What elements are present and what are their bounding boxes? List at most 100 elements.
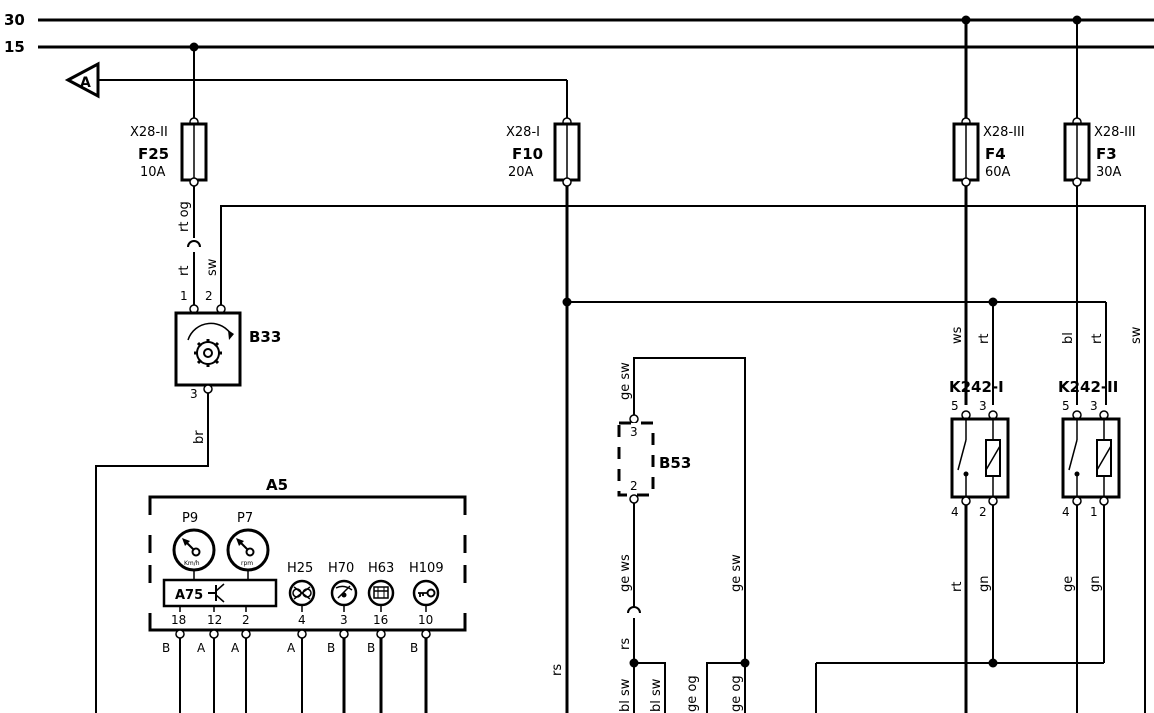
a5-pin-12: 12 <box>207 613 222 627</box>
gauge-p9: P9 Km/h <box>172 511 216 572</box>
svg-text:3: 3 <box>190 387 198 401</box>
wire-b33-sw <box>220 205 1146 713</box>
fuse-f4-name: F4 <box>985 145 1006 163</box>
wire-label-bottom-2: bl sw <box>649 678 664 712</box>
svg-text:2: 2 <box>979 505 987 519</box>
wire-label-k2-in5: bl <box>1061 332 1076 344</box>
svg-text:5: 5 <box>951 399 959 413</box>
wire-label-k1-in5: ws <box>950 326 965 344</box>
relay-k242-2-label: K242-II <box>1058 378 1118 396</box>
wire-label-b53-top: ge sw <box>618 362 633 400</box>
wire-label-k2-out4: ge <box>1061 576 1076 592</box>
wire-label-bottom-3: ge og <box>685 675 700 712</box>
svg-text:1: 1 <box>180 289 188 303</box>
wire-label-f10-down: rs <box>550 664 565 676</box>
a5-group-5: B <box>327 641 335 655</box>
wire-label-k1-in3: rt <box>977 334 992 344</box>
a5-pin-18: 18 <box>171 613 186 627</box>
svg-text:H25: H25 <box>287 561 313 576</box>
a5-pin-16: 16 <box>373 613 388 627</box>
svg-text:Km/h: Km/h <box>184 560 200 567</box>
a5-output-wires <box>179 638 428 713</box>
fuse-f4-rating: 60A <box>985 165 1011 180</box>
relay-k242-1: 5 3 4 2 <box>950 399 1010 519</box>
a5-group-1: B <box>162 641 170 655</box>
lamp-h25: H25 <box>287 561 316 607</box>
svg-text:1: 1 <box>1090 505 1098 519</box>
svg-text:H70: H70 <box>328 561 354 576</box>
a5-group-3: A <box>231 641 240 655</box>
a5-pin-3: 3 <box>340 613 348 627</box>
component-b33-label: B33 <box>249 328 281 346</box>
wire-bottom-ge-og <box>706 662 745 713</box>
junction-gn-bus <box>988 658 998 668</box>
cluster-a5-label: A5 <box>266 476 288 494</box>
a5-pin-10: 10 <box>418 613 433 627</box>
gauge-p7: P7 rpm <box>226 511 270 572</box>
wire-break-b53 <box>627 606 641 614</box>
a5-pin-4: 4 <box>298 613 306 627</box>
fuse-f10-name: F10 <box>512 145 543 163</box>
fuse-f25-rating: 10A <box>140 165 166 180</box>
fuse-f25-connector: X28-II <box>130 125 168 140</box>
fuse-f25 <box>180 117 208 187</box>
a5-group-6: B <box>367 641 375 655</box>
fuse-f3-name: F3 <box>1096 145 1117 163</box>
svg-text:P7: P7 <box>237 511 253 526</box>
svg-text:P9: P9 <box>182 511 198 526</box>
wire-label-b33-in1: rt <box>177 266 192 276</box>
lamp-h63: H63 <box>367 561 394 607</box>
fuse-f3 <box>1063 117 1091 187</box>
wire-label-bottom-4: ge og <box>729 675 744 712</box>
wire-bottom-bl-sw <box>634 662 666 713</box>
connector-flag-a: A <box>64 61 100 99</box>
svg-text:A: A <box>80 75 91 91</box>
svg-text:A75: A75 <box>175 588 203 603</box>
svg-text:3: 3 <box>979 399 987 413</box>
wire-label-k2-out1: gn <box>1088 576 1103 593</box>
svg-text:3: 3 <box>630 425 638 439</box>
a5-pin-2: 2 <box>242 613 250 627</box>
wire-label-k2-in3: rt <box>1090 334 1105 344</box>
lamp-h109: H109 <box>409 561 444 607</box>
wire-label-right-sw: sw <box>1129 326 1144 344</box>
module-a75: A75 <box>162 578 278 608</box>
a5-group-7: B <box>410 641 418 655</box>
svg-text:4: 4 <box>951 505 959 519</box>
fuse-f10-rating: 20A <box>508 165 534 180</box>
wire-label-b53-bottom: ge ws <box>618 554 633 592</box>
wire-label-b33-in2: sw <box>205 258 220 276</box>
svg-text:2: 2 <box>205 289 213 303</box>
wire-break-f25 <box>187 240 201 248</box>
component-b53-label: B53 <box>659 454 691 472</box>
component-b53: 3 2 <box>617 414 655 504</box>
svg-text:rpm: rpm <box>241 560 253 567</box>
fuse-f4-connector: X28-III <box>983 125 1025 140</box>
svg-text:3: 3 <box>1090 399 1098 413</box>
svg-text:H63: H63 <box>368 561 394 576</box>
wire-label-b33-out: br <box>192 430 207 444</box>
fuse-f10-connector: X28-I <box>506 125 540 140</box>
wire-label-k1-out4: rt <box>950 582 965 592</box>
wire-label-f25-out: rt og <box>177 201 192 232</box>
lamp-h70: H70 <box>328 561 358 607</box>
fuse-f3-connector: X28-III <box>1094 125 1136 140</box>
wire-label-b53-lower: rs <box>618 638 633 650</box>
wire-label-k1-out2: gn <box>977 576 992 593</box>
component-b33: 1 2 3 <box>174 289 242 401</box>
svg-text:H109: H109 <box>409 561 444 576</box>
a5-group-2: A <box>197 641 206 655</box>
svg-text:2: 2 <box>630 479 638 493</box>
fuse-f25-name: F25 <box>138 145 169 163</box>
gear-icon <box>187 322 234 367</box>
svg-text:4: 4 <box>1062 505 1070 519</box>
wire-label-right-ge-sw: ge sw <box>729 554 744 592</box>
fuse-f10 <box>553 117 581 187</box>
wire-b33-out <box>95 393 209 713</box>
cluster-a5 <box>148 495 467 632</box>
wire-b53-top <box>633 357 746 713</box>
relay-k242-1-label: K242-I <box>949 378 1004 396</box>
a5-group-4: A <box>287 641 296 655</box>
